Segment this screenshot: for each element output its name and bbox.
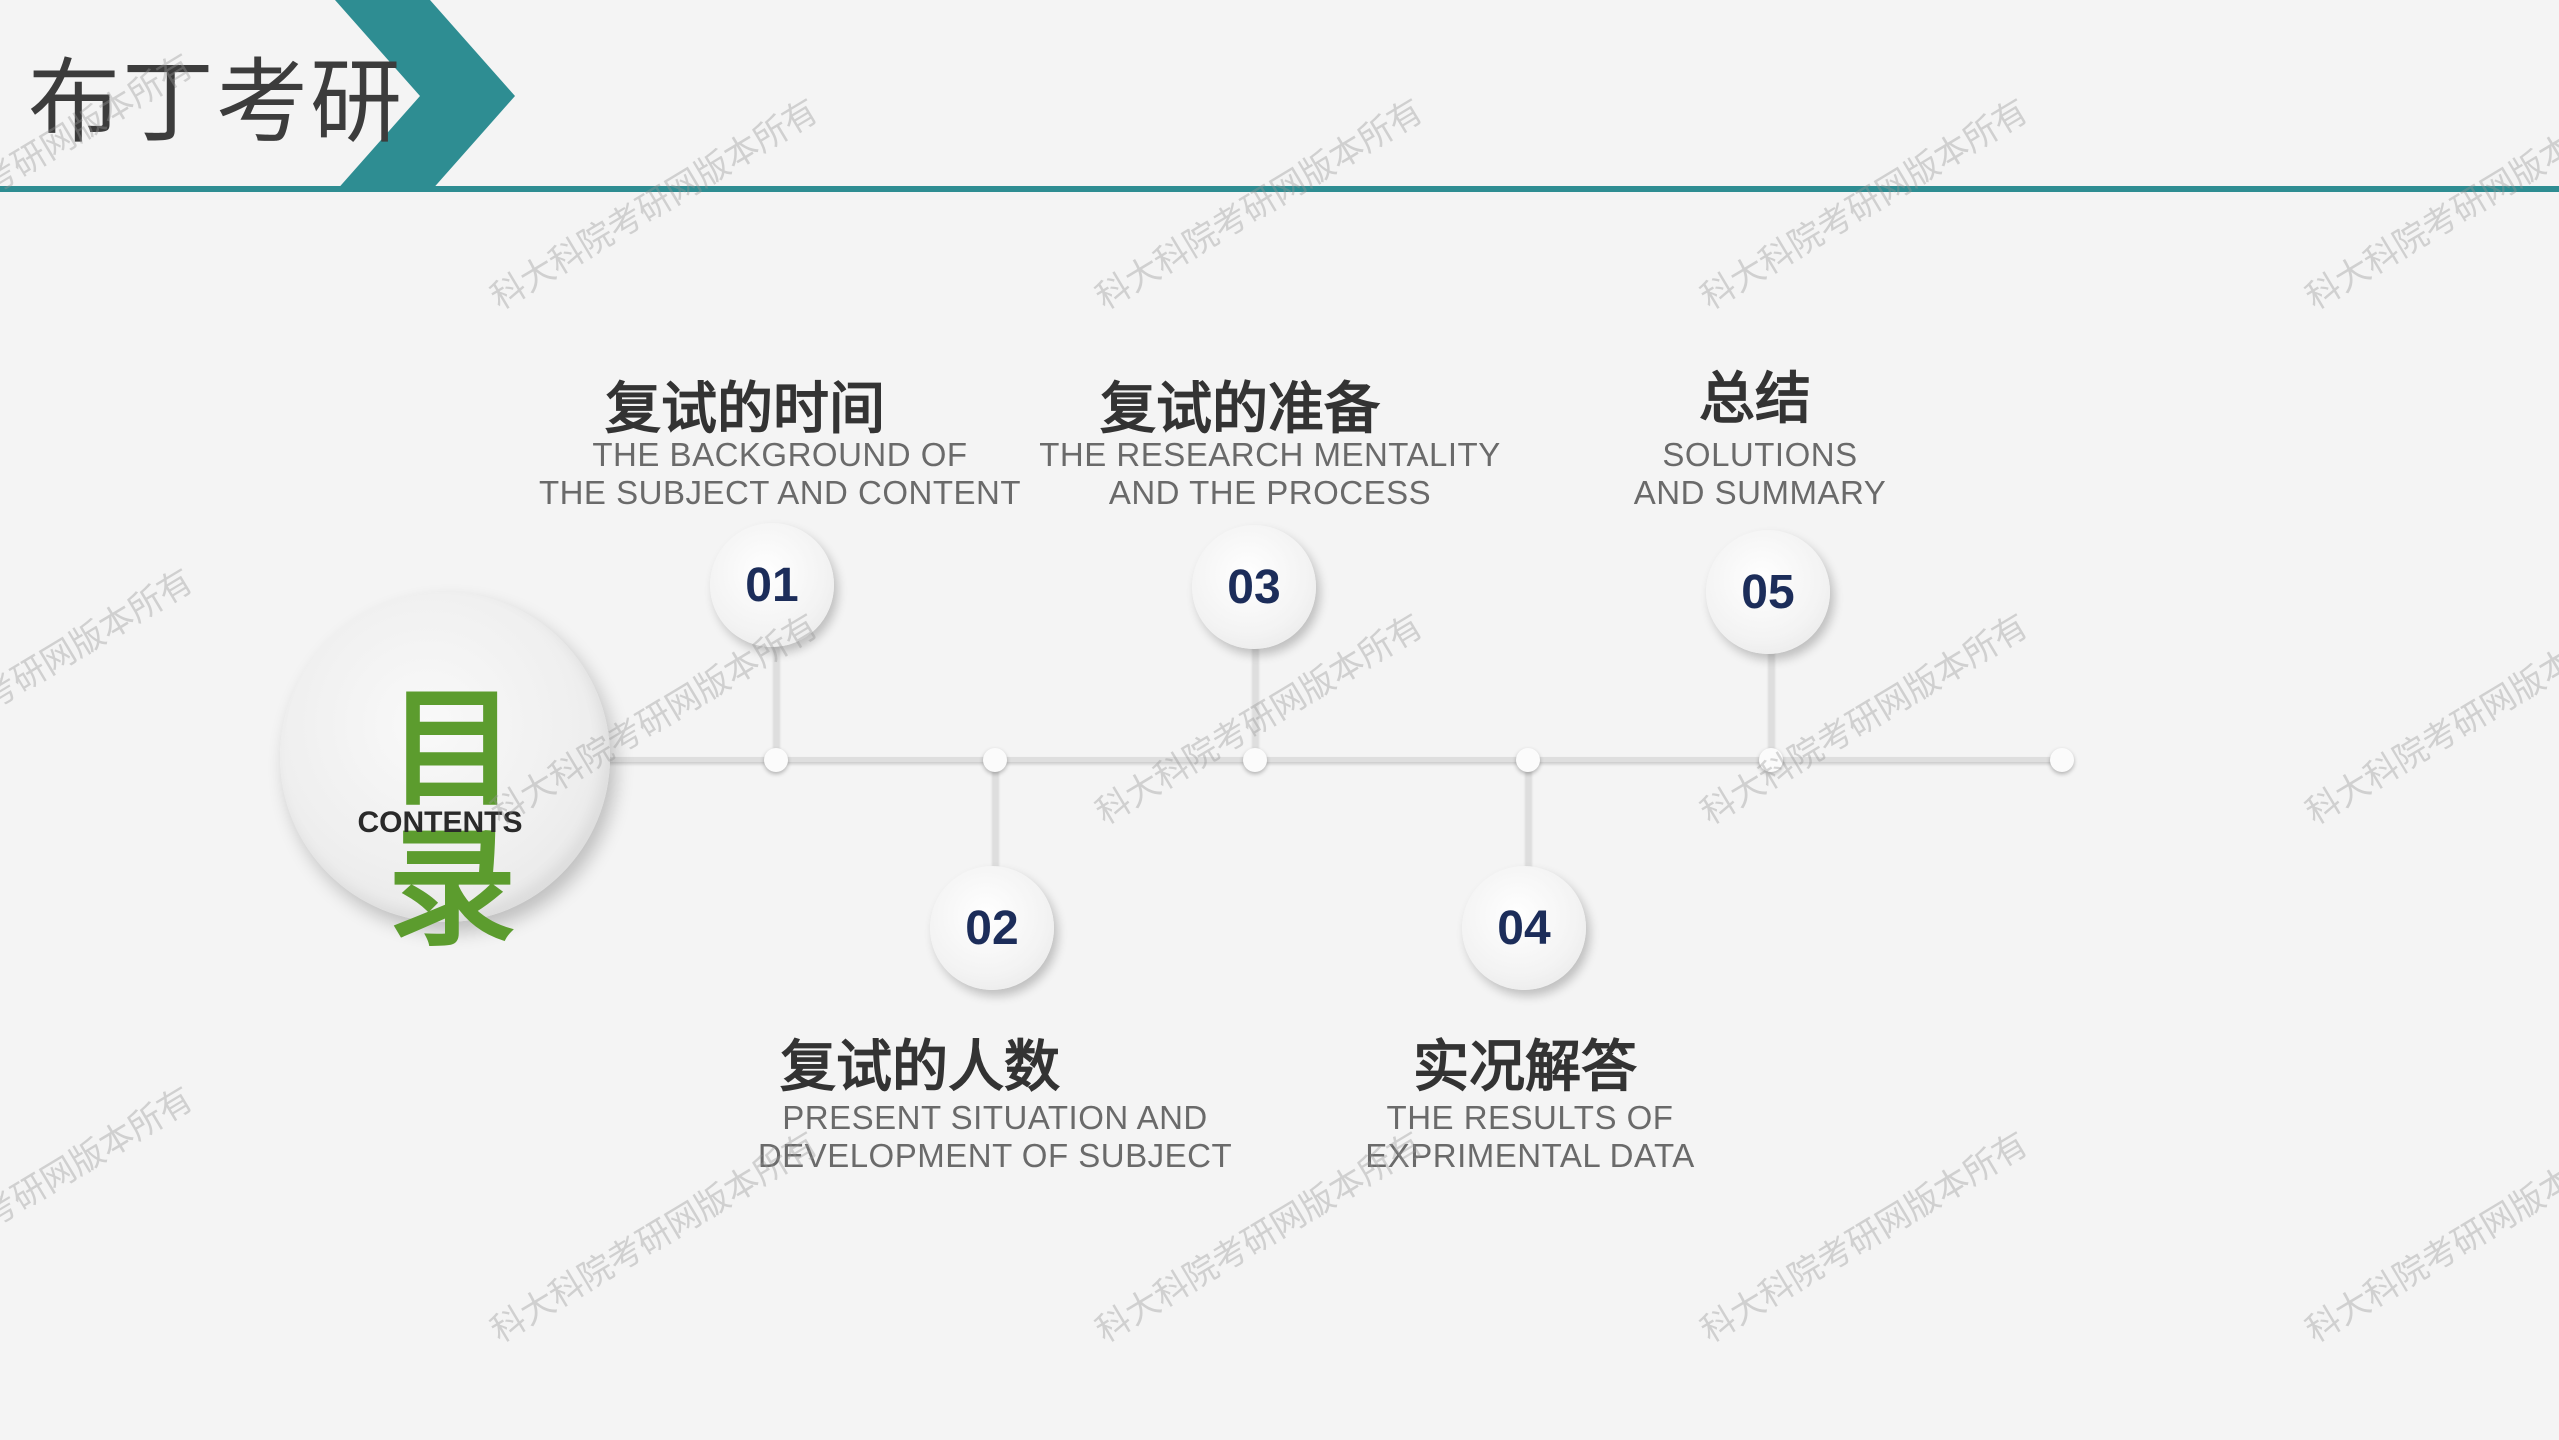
item-title-03: 复试的准备: [1100, 377, 1380, 442]
watermark: 科大科院考研网版本所有: [1088, 91, 1431, 319]
timeline-stem-05: [1769, 645, 1774, 760]
item-desc-05-line2: AND SUMMARY: [1633, 474, 1887, 511]
header-divider: [0, 186, 2559, 192]
watermark: 科大科院考研网版本所有: [1693, 1124, 2036, 1352]
item-number-05: 05: [1706, 530, 1830, 654]
item-desc-02-line1: PRESENT SITUATION AND: [782, 1099, 1208, 1136]
item-number-03: 03: [1192, 525, 1316, 649]
item-desc-01-line1: THE BACKGROUND OF: [592, 436, 968, 473]
item-desc-04-line1: THE RESULTS OF: [1386, 1099, 1674, 1136]
contents-title: 目录: [387, 675, 516, 964]
timeline-stem-02: [993, 760, 998, 872]
timeline-stem-01: [774, 640, 779, 760]
timeline-dot: [1243, 748, 1267, 772]
brand-title: 布丁考研: [28, 49, 405, 156]
item-title-01: 复试的时间: [605, 377, 885, 442]
contents-circle: [280, 592, 610, 922]
item-desc-04-line2: EXPRIMENTAL DATA: [1365, 1137, 1695, 1174]
timeline-main-line: [600, 757, 2060, 762]
item-number-04: 04: [1462, 866, 1586, 990]
watermark: 科大科院考研网版本所有: [0, 561, 201, 789]
item-desc-03-line2: AND THE PROCESS: [1108, 474, 1432, 511]
item-title-04: 实况解答: [1413, 1035, 1637, 1100]
item-title-02: 复试的人数: [780, 1035, 1060, 1100]
watermark: 科大科院考研网版本所有: [483, 91, 826, 319]
timeline-dot: [1759, 748, 1783, 772]
watermark: 科大科院考研网版本所有: [1693, 91, 2036, 319]
timeline-dot: [1516, 748, 1540, 772]
timeline-stem-03: [1253, 640, 1258, 760]
item-desc-02-line2: DEVELOPMENT OF SUBJECT: [757, 1137, 1233, 1174]
watermark: 科大科院考研网版本所有: [0, 1079, 201, 1307]
timeline-end-dot: [2050, 748, 2074, 772]
timeline-stem-04: [1526, 760, 1531, 872]
item-number-01: 01: [710, 523, 834, 647]
timeline-dot: [983, 748, 1007, 772]
contents-subtitle: CONTENTS: [357, 806, 523, 839]
watermark: 科大科院考研网版本所有: [2298, 606, 2559, 834]
item-desc-01-line2: THE SUBJECT AND CONTENT: [538, 474, 1022, 511]
item-desc-03-line1: THE RESEARCH MENTALITY: [1039, 436, 1501, 473]
item-desc-05-line1: SOLUTIONS: [1662, 436, 1858, 473]
chevron-arrow-decoration: [335, 0, 515, 192]
timeline-dot: [764, 748, 788, 772]
watermark: 科大科院考研网版本所有: [2298, 91, 2559, 319]
watermark: 科大科院考研网版本所有: [2298, 1124, 2559, 1352]
item-number-02: 02: [930, 866, 1054, 990]
item-title-05: 总结: [1699, 367, 1811, 432]
